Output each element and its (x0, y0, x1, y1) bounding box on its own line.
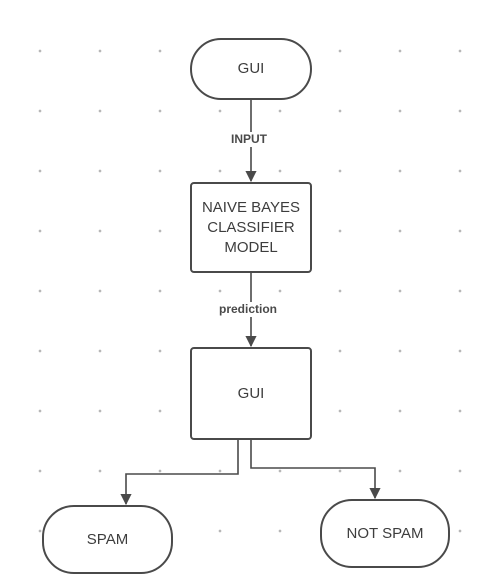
gui-output-label: GUI (237, 384, 265, 402)
spam-node[interactable]: SPAM (42, 505, 173, 574)
classifier-label: NAIVE BAYES CLASSIFIER MODEL (201, 198, 301, 256)
gui-input-node[interactable]: GUI (190, 38, 312, 100)
gui-output-node[interactable]: GUI (190, 347, 312, 440)
edge-label-input: INPUT (229, 132, 269, 147)
classifier-node[interactable]: NAIVE BAYES CLASSIFIER MODEL (190, 182, 312, 273)
gui-input-label: GUI (237, 60, 265, 77)
not-spam-node[interactable]: NOT SPAM (320, 499, 450, 568)
edge-label-prediction: prediction (217, 302, 280, 317)
spam-label: SPAM (86, 530, 129, 548)
edge-gui-to-not-spam (250, 439, 381, 500)
not-spam-label: NOT SPAM (346, 524, 424, 542)
edge-gui-to-spam (120, 439, 239, 506)
